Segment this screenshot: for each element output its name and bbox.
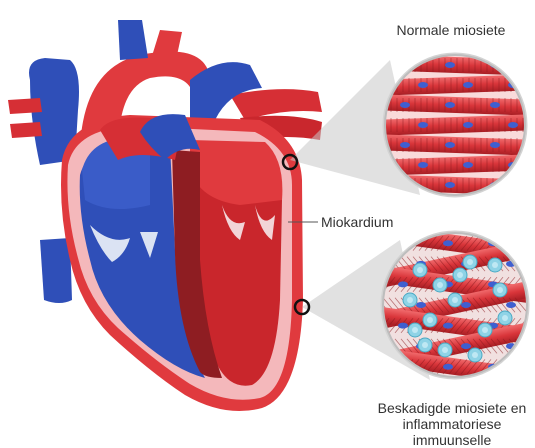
normal-myocyte-label: Normale miosiete	[376, 22, 526, 38]
nucleus	[445, 62, 455, 68]
immune-cell-core	[407, 297, 413, 303]
immune-cell-core	[417, 267, 423, 273]
striation	[383, 359, 395, 374]
inferior-vena-cava	[40, 238, 72, 303]
striation	[377, 236, 389, 251]
damaged-label-line-1: Beskadigde miosiete en	[372, 400, 532, 416]
pulmonary-vessel-left-2	[10, 122, 42, 138]
nucleus	[461, 343, 471, 349]
nucleus	[443, 240, 453, 246]
nucleus	[463, 162, 473, 168]
immune-cell-core	[442, 347, 448, 353]
nucleus	[398, 323, 408, 329]
nucleus	[490, 102, 500, 108]
nucleus	[400, 142, 410, 148]
myocardium-label: Miokardium	[321, 214, 393, 230]
immune-cell-core	[502, 315, 508, 321]
immune-cell-core	[467, 259, 473, 265]
heart-illustration	[8, 20, 322, 411]
nucleus	[418, 162, 428, 168]
immune-cell-core	[482, 327, 488, 333]
pulmonary-vessel-right	[230, 89, 322, 120]
immune-cell-core	[472, 352, 478, 358]
striation	[509, 236, 521, 251]
nucleus	[506, 302, 516, 308]
immune-cell-core	[457, 272, 463, 278]
striation	[515, 359, 527, 374]
damaged-label-line-3: immuunselle	[372, 432, 532, 448]
nucleus	[418, 82, 428, 88]
striation	[503, 236, 515, 251]
striation	[509, 359, 521, 374]
immune-cell-core	[427, 317, 433, 323]
nucleus	[445, 142, 455, 148]
immune-cell-core	[452, 297, 458, 303]
nucleus	[508, 122, 518, 128]
immune-cell-core	[422, 342, 428, 348]
striation	[377, 359, 389, 374]
aorta-branch-1	[118, 20, 148, 60]
immune-cell-core	[412, 327, 418, 333]
damaged-label-line-2: inflammatoriese	[372, 416, 532, 432]
nucleus	[443, 364, 453, 370]
nucleus	[400, 102, 410, 108]
nucleus	[398, 281, 408, 287]
damaged-myocyte-label: Beskadigde miosiete en inflammatoriese i…	[372, 400, 532, 448]
nucleus	[445, 102, 455, 108]
striation	[503, 359, 515, 374]
nucleus	[463, 122, 473, 128]
nucleus	[461, 302, 471, 308]
immune-cell-core	[497, 287, 503, 293]
nucleus	[416, 302, 426, 308]
nucleus	[418, 122, 428, 128]
striation	[515, 236, 527, 251]
immune-cell-core	[437, 282, 443, 288]
immune-cell-core	[492, 262, 498, 268]
nucleus	[445, 182, 455, 188]
nucleus	[490, 142, 500, 148]
nucleus	[443, 323, 453, 329]
nucleus	[463, 82, 473, 88]
nucleus	[400, 62, 410, 68]
pulmonary-vessel-left	[8, 98, 42, 114]
